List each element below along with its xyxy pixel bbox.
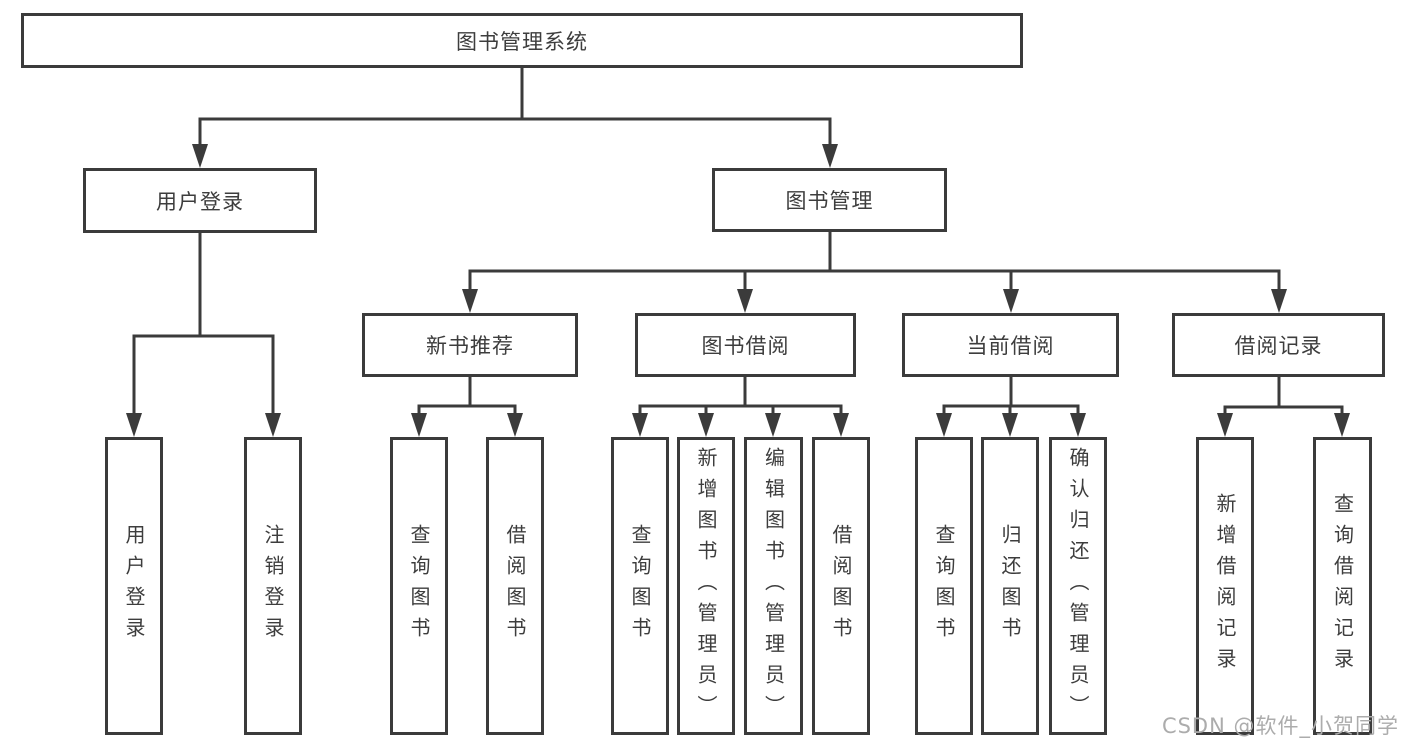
node-borrowing-records: 借阅记录	[1172, 313, 1385, 377]
leaf-add-books-admin: 新增图书（管理员）	[677, 437, 735, 735]
leaf-label: 新增图书（管理员）	[694, 446, 718, 726]
leaf-label: 查询图书	[407, 524, 431, 648]
leaf-logout: 注销登录	[244, 437, 302, 735]
connector-paths	[132, 66, 1344, 427]
leaf-add-borrow-record: 新增借阅记录	[1196, 437, 1254, 735]
leaf-label: 查询图书	[932, 524, 956, 648]
leaf-label: 编辑图书（管理员）	[761, 446, 786, 726]
leaf-borrow-books-2: 借阅图书	[812, 437, 870, 735]
node-label: 新书推荐	[426, 334, 514, 358]
leaf-edit-books-admin: 编辑图书（管理员）	[744, 437, 803, 735]
node-book-management-branch: 图书管理	[712, 168, 947, 232]
node-label: 图书管理系统	[456, 29, 588, 54]
node-label: 图书借阅	[701, 334, 790, 358]
node-new-book-recommendation: 新书推荐	[362, 313, 578, 377]
leaf-label: 新增借阅记录	[1213, 493, 1237, 679]
leaf-user-login: 用户登录	[105, 437, 163, 735]
leaf-query-books-3: 查询图书	[915, 437, 973, 735]
leaf-label: 查询借阅记录	[1330, 493, 1355, 679]
node-current-borrowing: 当前借阅	[902, 313, 1119, 377]
node-root-book-management-system: 图书管理系统	[21, 13, 1023, 68]
leaf-label: 查询图书	[628, 524, 652, 648]
leaf-label: 借阅图书	[829, 524, 853, 648]
leaf-query-books-2: 查询图书	[611, 437, 669, 735]
node-user-login-branch: 用户登录	[83, 168, 317, 233]
leaf-label: 用户登录	[122, 524, 146, 648]
leaf-label: 注销登录	[261, 524, 285, 648]
leaf-confirm-return-admin: 确认归还（管理员）	[1049, 437, 1107, 735]
leaf-label: 归还图书	[998, 524, 1022, 648]
node-label: 图书管理	[785, 189, 874, 213]
leaf-borrow-books-1: 借阅图书	[486, 437, 544, 735]
leaf-return-books: 归还图书	[981, 437, 1039, 735]
leaf-query-books-1: 查询图书	[390, 437, 448, 735]
arrowheads	[126, 144, 1350, 437]
leaf-query-borrow-record: 查询借阅记录	[1313, 437, 1372, 735]
node-label: 当前借阅	[966, 334, 1055, 358]
node-label: 借阅记录	[1234, 334, 1323, 358]
node-book-borrowing: 图书借阅	[635, 313, 856, 377]
leaf-label: 确认归还（管理员）	[1066, 446, 1090, 726]
csdn-watermark: CSDN @软件_小贺同学	[1161, 714, 1399, 738]
leaf-label: 借阅图书	[503, 524, 527, 648]
node-label: 用户登录	[156, 189, 244, 214]
